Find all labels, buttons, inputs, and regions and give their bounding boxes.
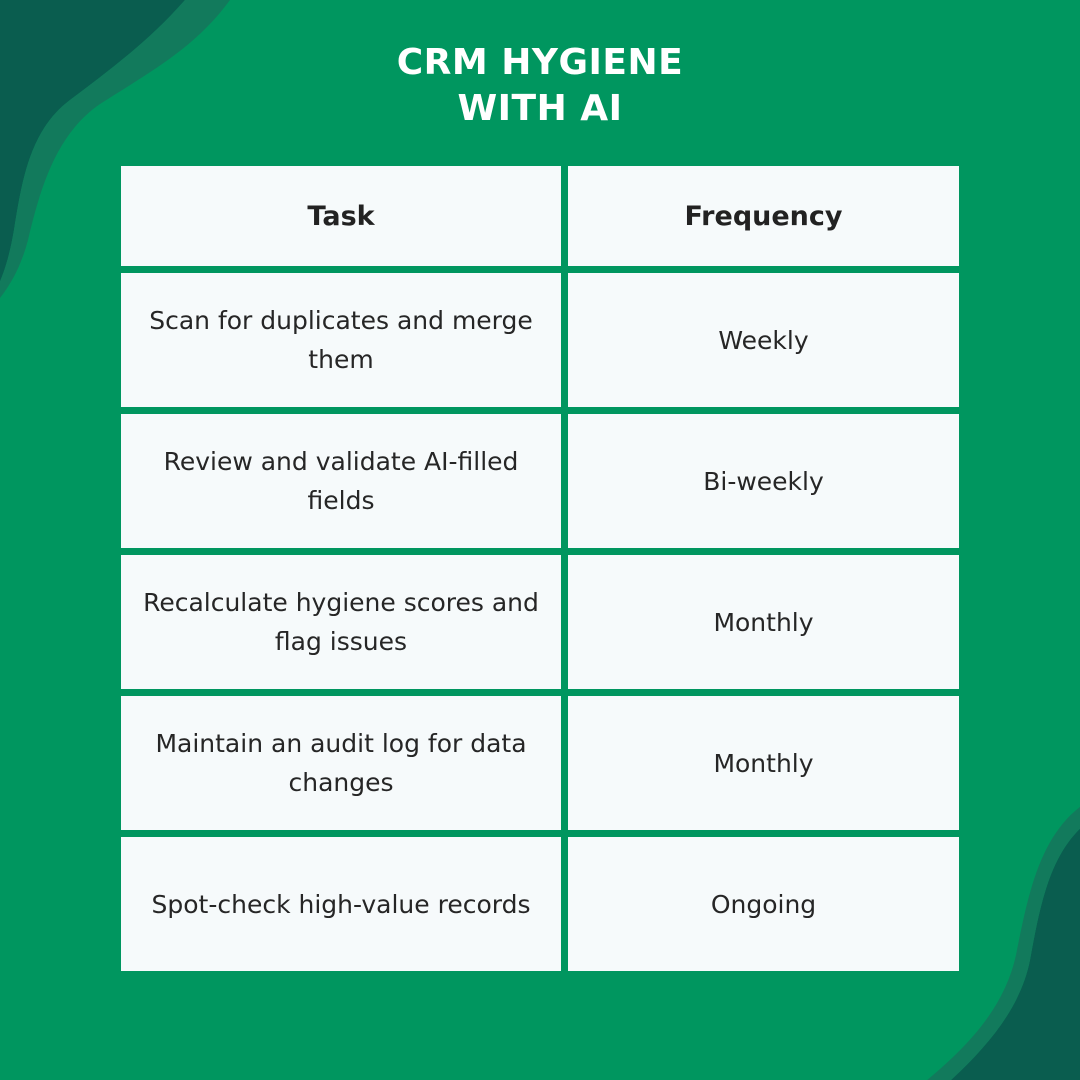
title-line-1: CRM HYGIENE (396, 42, 684, 83)
wave-bottom-right-highlight (927, 806, 1080, 1080)
header-task: Task (121, 166, 561, 266)
row-4-task: Maintain an audit log for data changes (121, 696, 561, 830)
wave-top-left (0, 0, 185, 282)
header-frequency: Frequency (568, 166, 959, 266)
row-1-frequency: Weekly (568, 273, 959, 407)
row-3-frequency: Monthly (568, 555, 959, 689)
row-4-frequency: Monthly (568, 696, 959, 830)
wave-top-left-highlight (0, 0, 230, 299)
row-5-frequency: Ongoing (568, 837, 959, 971)
row-3-task: Recalculate hygiene scores and flag issu… (121, 555, 561, 689)
row-1-task: Scan for duplicates and merge them (121, 273, 561, 407)
row-2-frequency: Bi-weekly (568, 414, 959, 548)
wave-bottom-right (951, 828, 1080, 1080)
title-line-2: WITH AI (457, 88, 623, 129)
page-title: CRM HYGIENE WITH AI (0, 40, 1080, 132)
hygiene-table: Task Frequency Scan for duplicates and m… (121, 166, 959, 971)
row-2-task: Review and validate AI-filled fields (121, 414, 561, 548)
row-5-task: Spot-check high-value records (121, 837, 561, 971)
